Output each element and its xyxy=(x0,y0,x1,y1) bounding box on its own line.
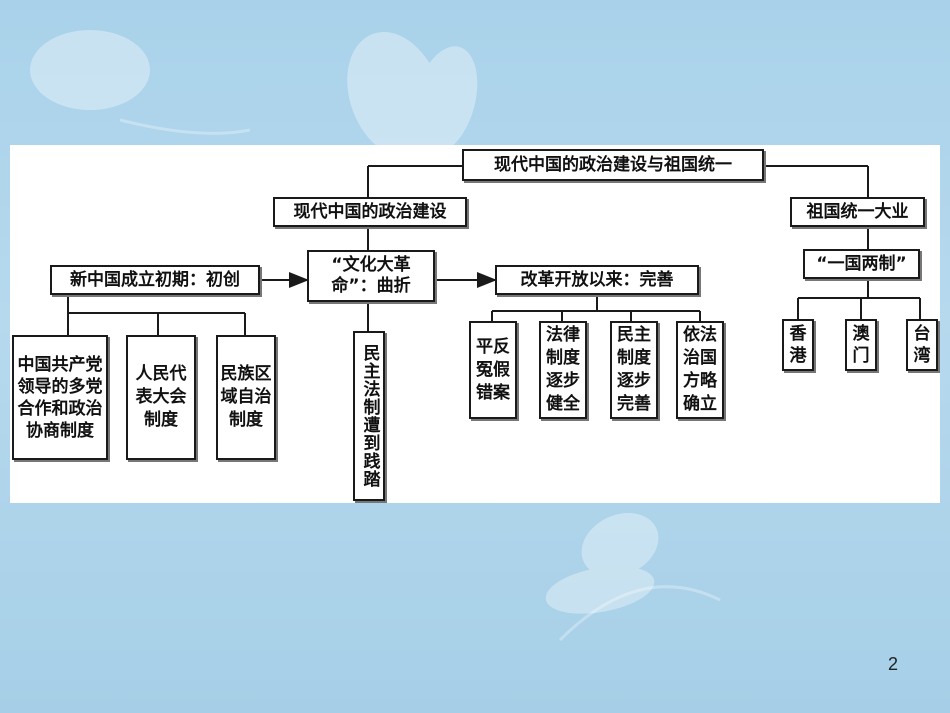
peoples-congress-node: 人民代表大会制度 xyxy=(126,335,196,460)
reunification-node: 祖国统一大业 xyxy=(790,197,925,227)
page-number: 2 xyxy=(887,654,898,674)
taiwan-node: 台湾 xyxy=(906,319,938,371)
stage-reform-node: 改革开放以来：完善 xyxy=(495,265,699,295)
democratic-system-node: 民主制度逐步完善 xyxy=(610,321,658,419)
rule-of-law-node: 依法治国方略确立 xyxy=(676,321,724,419)
one-country-two-systems-node: “一国两制” xyxy=(803,249,920,279)
redress-cases-node: 平反冤假错案 xyxy=(469,321,517,419)
political-construction-node: 现代中国的政治建设 xyxy=(273,197,467,227)
diagram-panel: 现代中国的政治建设与祖国统一 现代中国的政治建设 祖国统一大业 新中国成立初期：… xyxy=(10,145,940,503)
democracy-trampled-node: 民主法制遭到践踏 xyxy=(353,331,385,501)
stage-cultural-revolution-node: “文化大革命”：曲折 xyxy=(307,250,435,302)
multi-party-cooperation-node: 中国共产党领导的多党合作和政治协商制度 xyxy=(12,335,108,460)
hong-kong-node: 香港 xyxy=(782,319,814,371)
connector-lines xyxy=(67,165,921,335)
regional-autonomy-node: 民族区域自治制度 xyxy=(216,335,276,460)
macau-node: 澳门 xyxy=(845,319,877,371)
legal-system-node: 法律制度逐步健全 xyxy=(539,321,587,419)
root-node: 现代中国的政治建设与祖国统一 xyxy=(462,149,764,181)
stage-founding-node: 新中国成立初期：初创 xyxy=(50,265,260,295)
